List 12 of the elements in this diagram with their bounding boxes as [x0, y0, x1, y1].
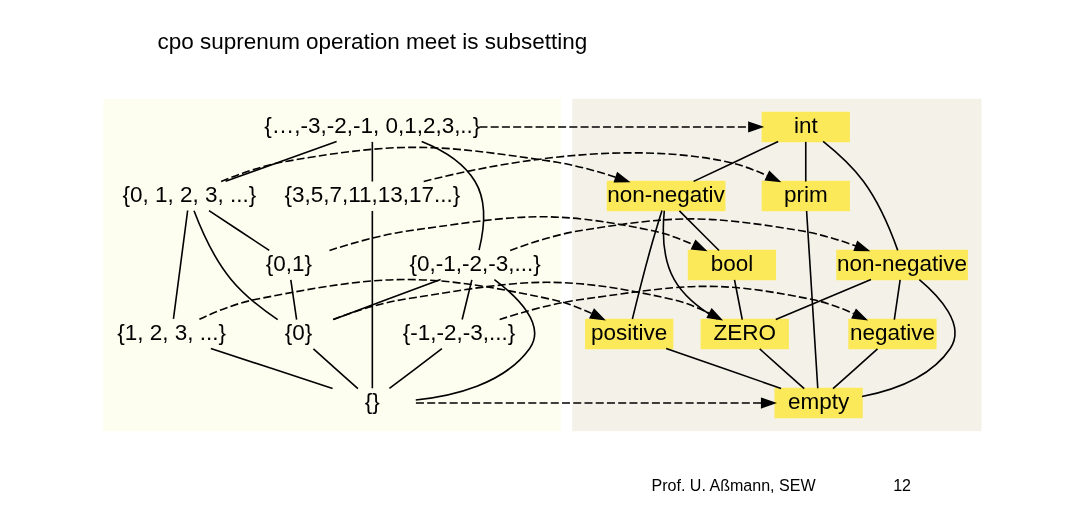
label: Prof. U. Aßmann, SEW — [650, 475, 816, 494]
node-text: {0,-1,-2,-3,...} — [409, 250, 541, 276]
label: 12 — [892, 475, 911, 494]
node-text: {-1,-2,-3,...} — [402, 319, 515, 345]
node-text: {} — [364, 388, 380, 414]
node-text: {0} — [284, 319, 312, 345]
label: cpo suprenum operation meet is subsetting — [157, 29, 587, 55]
node-text: {0, 1, 2, 3, ...} — [122, 181, 256, 207]
node-text: {…,-3,-2,-1, 0,1,2,3,..} — [263, 112, 480, 138]
node-text: {0,1} — [265, 250, 312, 276]
node-text: {3,5,7,11,13,17...} — [283, 181, 460, 207]
node-text: {1, 2, 3, ...} — [116, 319, 226, 345]
